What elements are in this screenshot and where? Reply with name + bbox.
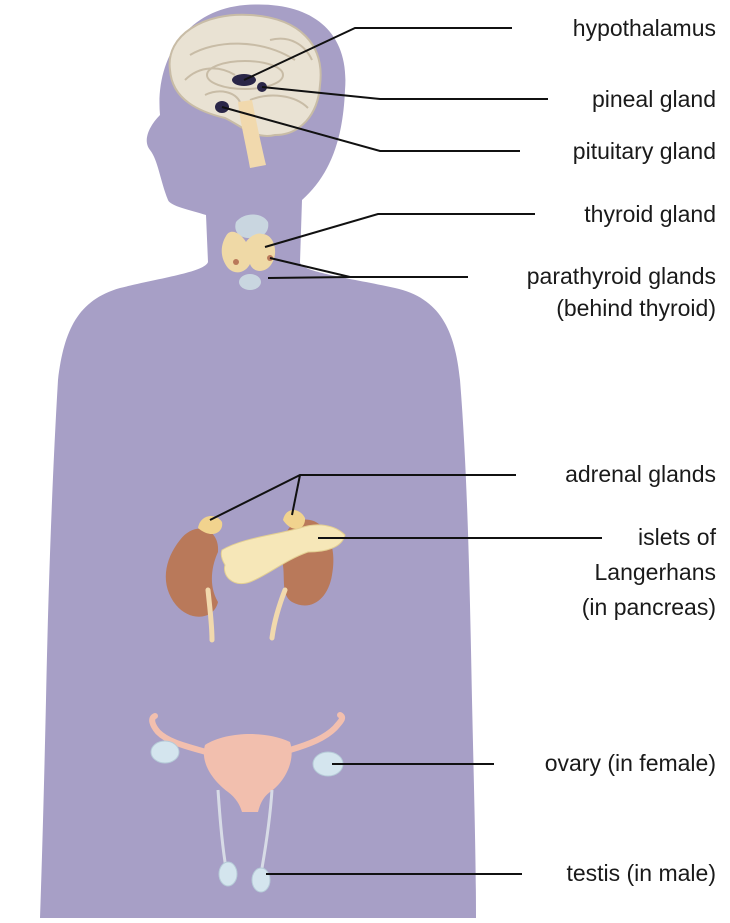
leader-parathyroid-b [268, 277, 350, 278]
left-testis [219, 862, 237, 886]
parathyroid-gland-1 [233, 259, 239, 265]
label-pineal-gland: pineal gland [592, 86, 716, 113]
label-hypothalamus: hypothalamus [573, 15, 716, 42]
label-testis: testis (in male) [566, 860, 716, 887]
label-adrenal-glands: adrenal glands [565, 461, 716, 488]
right-testis [252, 868, 270, 892]
label-ovary: ovary (in female) [545, 750, 716, 777]
label-langerhans: Langerhans [595, 559, 717, 586]
trachea [239, 274, 261, 290]
label-islets-of: islets of [638, 524, 716, 551]
label-pituitary-gland: pituitary gland [573, 138, 716, 165]
leader-thyroid [265, 214, 535, 247]
left-ovary [151, 741, 179, 763]
label-thyroid-gland: thyroid gland [584, 201, 716, 228]
label-behind-thyroid: (behind thyroid) [556, 295, 716, 322]
label-in-pancreas: (in pancreas) [582, 594, 716, 621]
label-parathyroid-glands: parathyroid glands [527, 263, 716, 290]
